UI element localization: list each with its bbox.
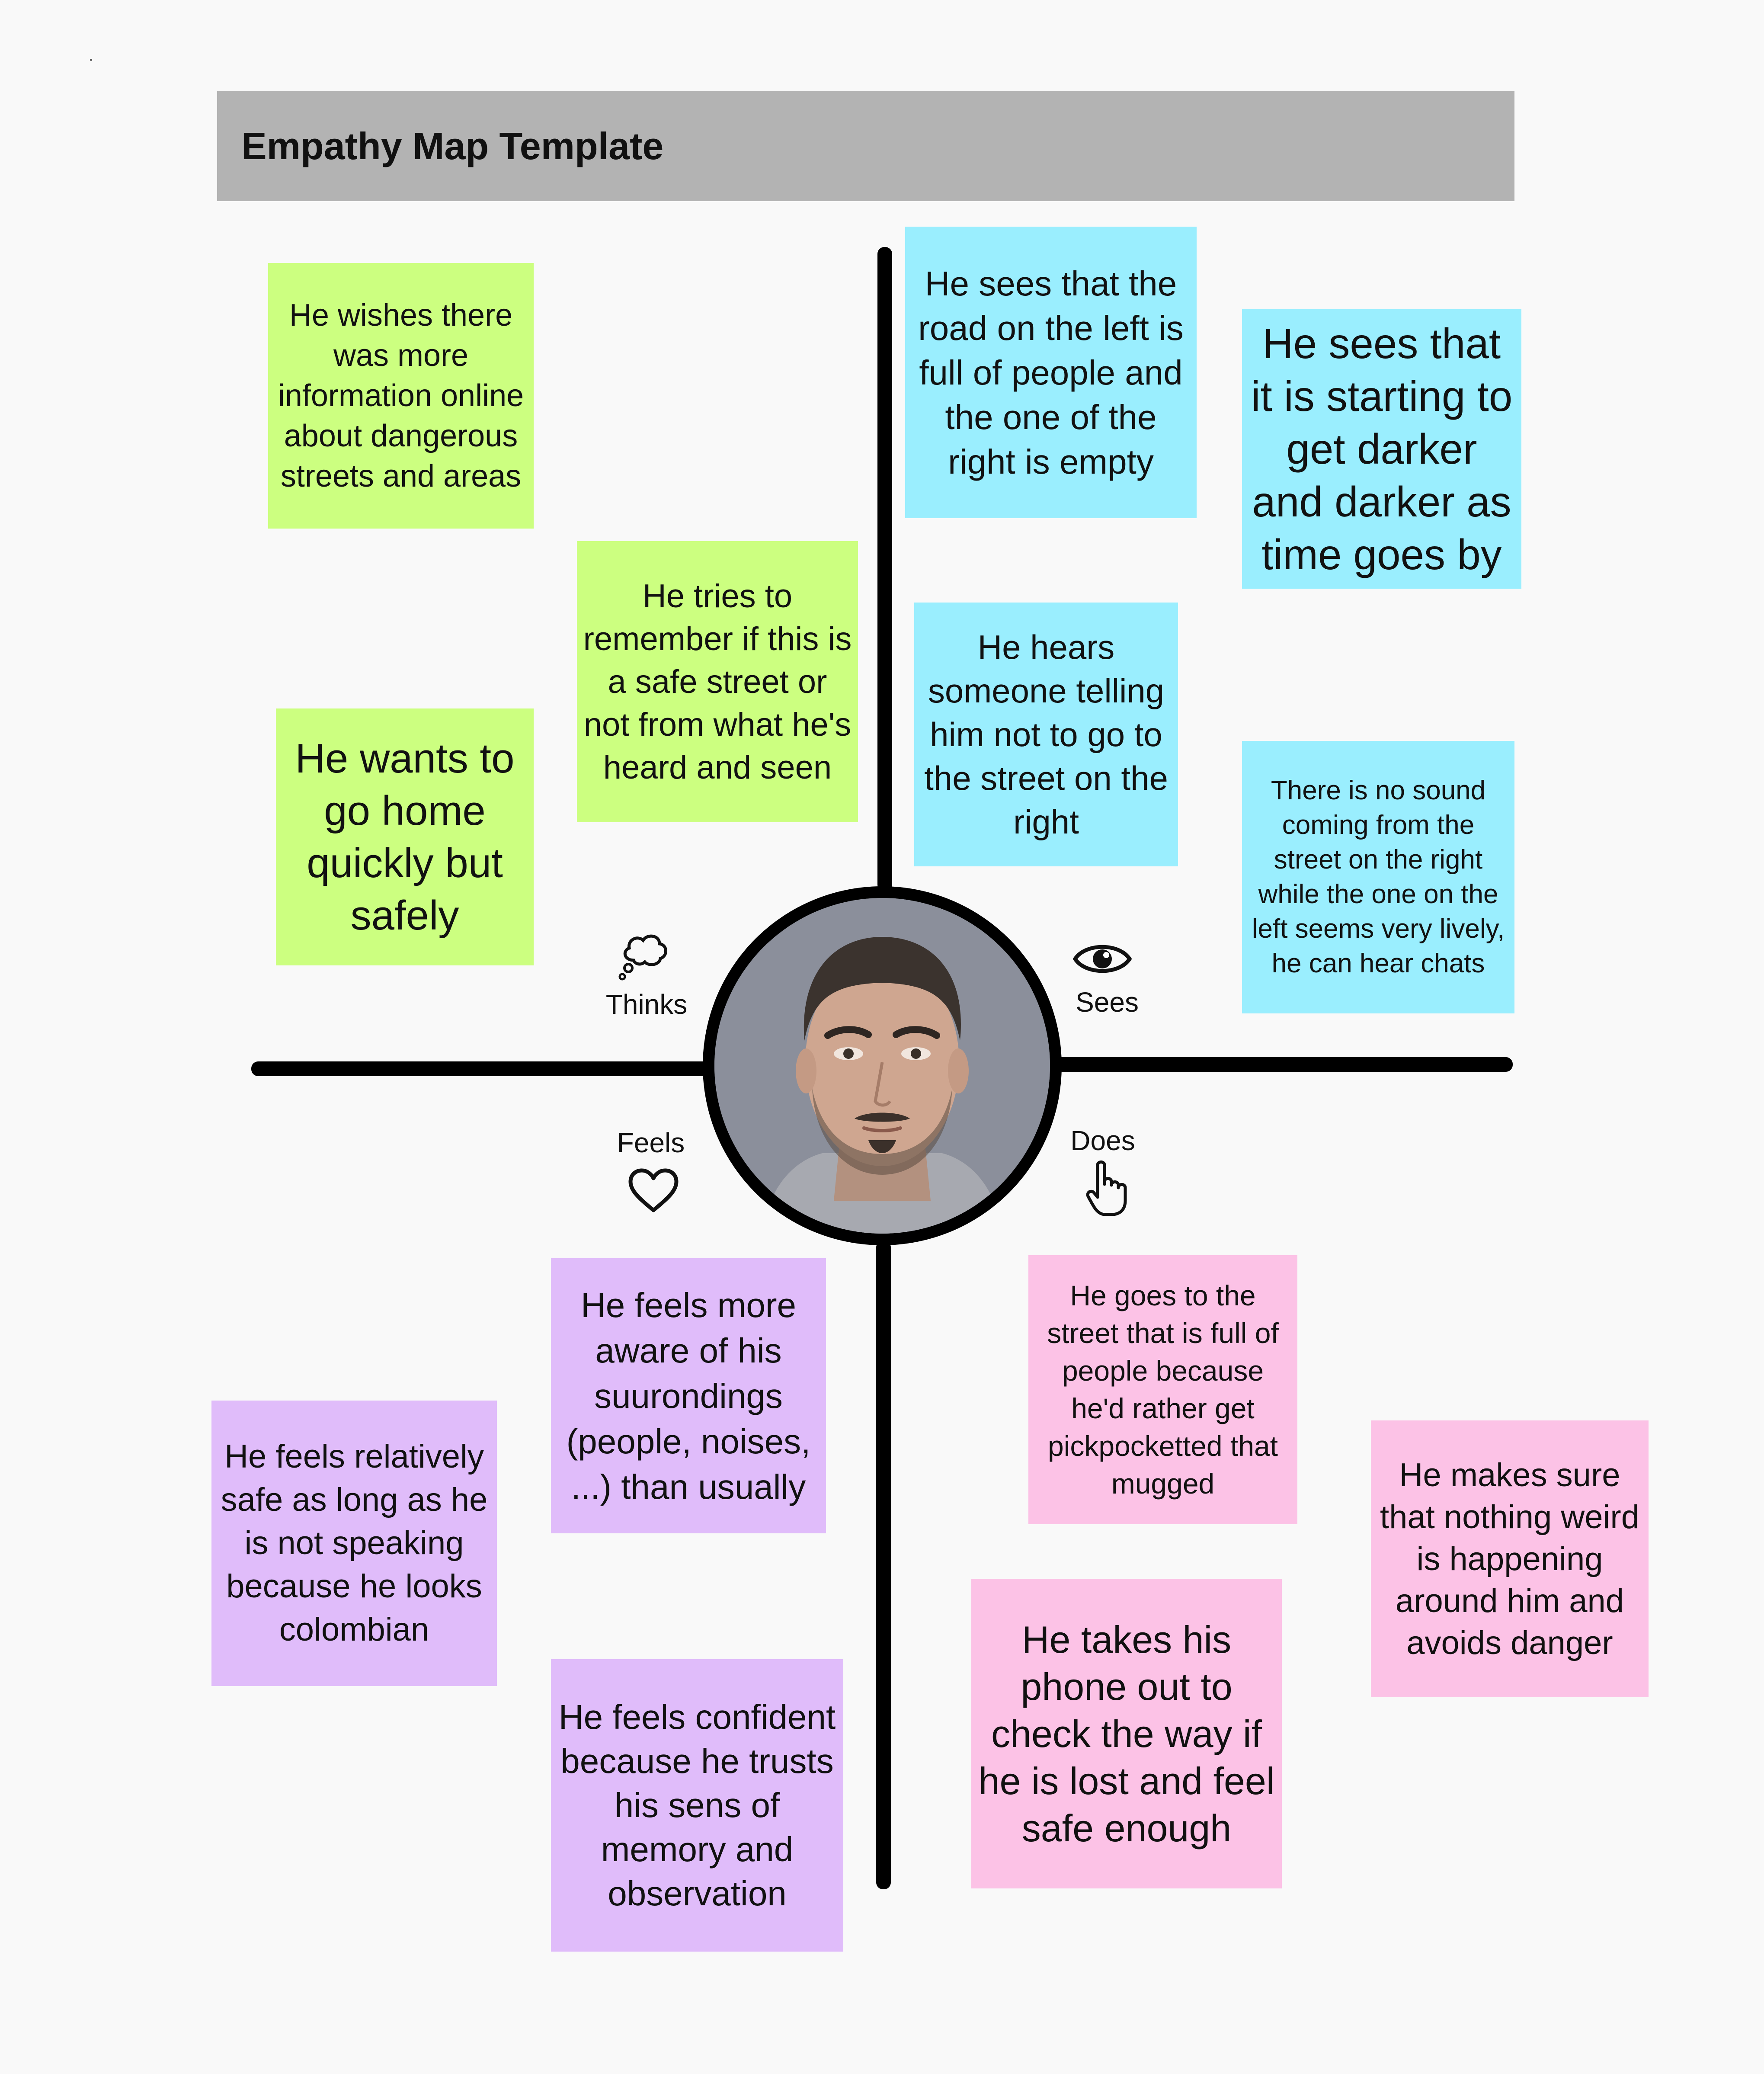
- sticky-note-thinks-1[interactable]: He wishes there was more information onl…: [268, 263, 534, 529]
- sticky-note-feels-2[interactable]: He feels relatively safe as long as he i…: [211, 1401, 497, 1686]
- sticky-note-sees-2[interactable]: He sees that it is starting to get darke…: [1242, 309, 1521, 589]
- title-bar: Empathy Map Template: [217, 91, 1514, 201]
- vertical-axis-bottom: [876, 1241, 891, 1889]
- eye-icon: [1072, 945, 1132, 973]
- heart-icon: [628, 1168, 679, 1212]
- label-does: Does: [1070, 1125, 1135, 1156]
- sticky-note-does-2[interactable]: He makes sure that nothing weird is happ…: [1371, 1420, 1649, 1697]
- sticky-note-does-1[interactable]: He goes to the street that is full of pe…: [1028, 1255, 1297, 1524]
- label-sees: Sees: [1076, 987, 1139, 1018]
- sticky-note-sees-3[interactable]: He hears someone telling him not to go t…: [914, 603, 1178, 866]
- sticky-note-thinks-3[interactable]: He wants to go home quickly but safely: [276, 708, 534, 965]
- horizontal-axis-left: [251, 1061, 710, 1076]
- sticky-note-does-3[interactable]: He takes his phone out to check the way …: [971, 1579, 1282, 1888]
- horizontal-axis-right: [1055, 1057, 1513, 1072]
- portrait-illustration: [714, 898, 1050, 1234]
- sticky-note-thinks-2[interactable]: He tries to remember if this is a safe s…: [577, 541, 858, 822]
- pointing-hand-icon: [1086, 1160, 1127, 1216]
- stray-dot: [90, 59, 92, 61]
- thought-bubble-icon: [618, 934, 667, 981]
- sticky-note-sees-1[interactable]: He sees that the road on the left is ful…: [905, 227, 1197, 518]
- sticky-note-sees-4[interactable]: There is no sound coming from the street…: [1242, 741, 1514, 1013]
- label-feels: Feels: [617, 1127, 685, 1158]
- label-thinks: Thinks: [605, 989, 688, 1020]
- persona-portrait: [714, 898, 1050, 1234]
- sticky-note-feels-1[interactable]: He feels more aware of his suurondings (…: [551, 1258, 826, 1533]
- vertical-axis-top: [877, 247, 892, 891]
- page-title: Empathy Map Template: [241, 125, 664, 167]
- sticky-note-feels-3[interactable]: He feels confident because he trusts his…: [551, 1659, 843, 1952]
